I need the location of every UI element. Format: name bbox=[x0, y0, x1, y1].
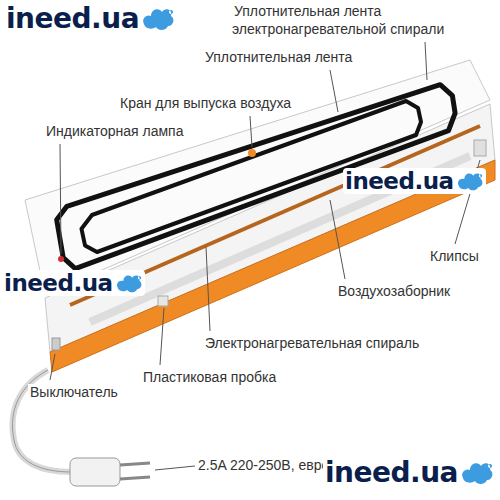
label-text: Выключатель bbox=[28, 384, 120, 400]
part-label: Выключатель bbox=[28, 383, 120, 401]
label-text: Пластиковая пробка bbox=[141, 369, 278, 385]
outer-gasket bbox=[57, 85, 455, 269]
label-text: Электронагревательная спираль bbox=[203, 335, 421, 351]
indicator-lamp bbox=[58, 256, 64, 262]
part-label: Пластиковая пробка bbox=[141, 368, 278, 386]
leader-line bbox=[60, 144, 61, 254]
air-valve bbox=[248, 149, 256, 157]
part-label: Кран для выпуска воздуха bbox=[118, 94, 293, 112]
leader-line bbox=[330, 70, 338, 112]
watermark: ineed.ua bbox=[323, 456, 496, 489]
leader-line bbox=[50, 354, 55, 380]
plug-pin bbox=[120, 463, 150, 465]
watermark-text: ineed.ua bbox=[4, 270, 113, 296]
sealer-lid bbox=[25, 60, 490, 295]
leader-line bbox=[425, 42, 427, 80]
leader-line bbox=[160, 308, 164, 365]
part-label: Индикаторная лампа bbox=[44, 122, 185, 140]
splash-icon bbox=[460, 460, 494, 486]
leader-line bbox=[155, 466, 195, 470]
splash-shape bbox=[117, 275, 141, 292]
part-label: Воздухозаборник bbox=[336, 282, 452, 300]
part-label: Уплотнительная лента bbox=[203, 48, 354, 66]
splash-icon bbox=[456, 171, 484, 192]
plastic-plug bbox=[158, 296, 168, 306]
splash-shape bbox=[458, 173, 482, 190]
part-label: Уплотнительная лента электронагревательн… bbox=[232, 2, 496, 38]
label-text: Воздухозаборник bbox=[336, 283, 452, 299]
leader-lines bbox=[50, 42, 480, 470]
label-text: Индикаторная лампа bbox=[44, 123, 185, 139]
label-text: Кран для выпуска воздуха bbox=[118, 95, 293, 111]
watermark-text: ineed.ua bbox=[325, 456, 458, 489]
leader-line bbox=[206, 247, 210, 331]
watermark: ineed.ua bbox=[343, 168, 486, 194]
label-text: Уплотнительная лента bbox=[203, 49, 354, 65]
plug-pin bbox=[120, 477, 150, 479]
leader-line bbox=[250, 116, 252, 147]
splash-icon bbox=[141, 6, 175, 32]
leader-line bbox=[330, 200, 345, 279]
clip bbox=[474, 140, 486, 156]
splash-shape bbox=[143, 9, 173, 30]
switch bbox=[52, 338, 60, 350]
watermark: ineed.ua bbox=[2, 270, 145, 296]
watermark: ineed.ua bbox=[4, 2, 177, 35]
label-text: Клипсы bbox=[428, 248, 481, 264]
part-label: Клипсы bbox=[428, 247, 481, 265]
watermark-text: ineed.ua bbox=[6, 2, 139, 35]
splash-icon bbox=[115, 273, 143, 294]
plug-body bbox=[70, 458, 120, 486]
splash-shape bbox=[462, 463, 492, 484]
label-text: Уплотнительная лента электронагревательн… bbox=[232, 3, 446, 37]
watermark-text: ineed.ua bbox=[345, 168, 454, 194]
part-label: Электронагревательная спираль bbox=[203, 334, 421, 352]
